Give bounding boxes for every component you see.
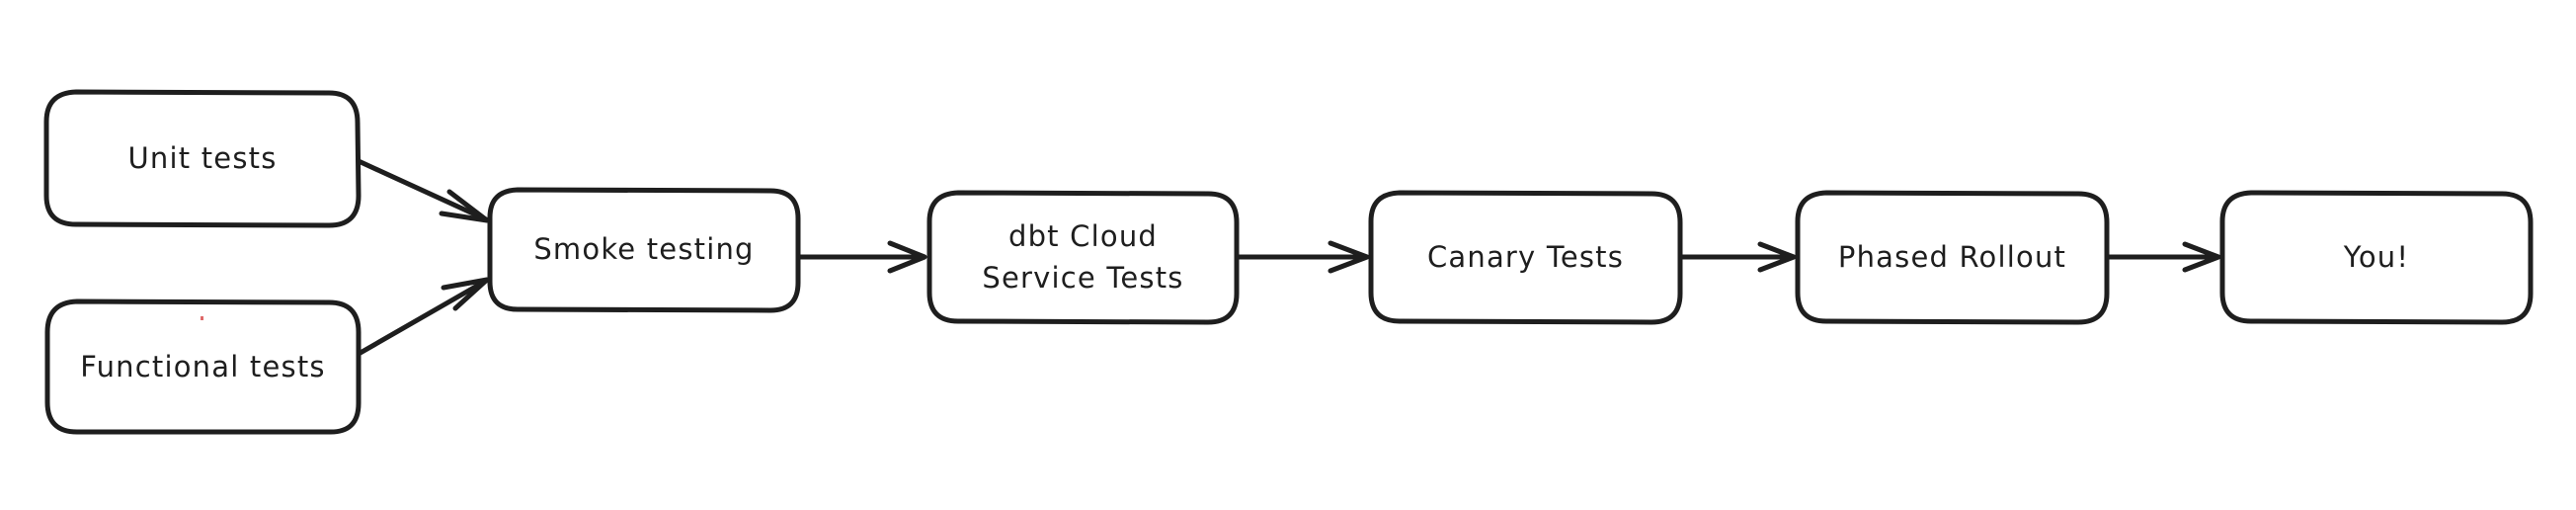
edge-dbt-cloud-service-tests-to-canary-tests [1234,240,1370,274]
node-shape-dbt-cloud-service-tests[interactable] [926,190,1240,325]
edge-canary-tests-to-phased-rollout [1677,241,1797,273]
edge-unit-tests-to-smoke-testing [356,158,490,223]
edge-phased-rollout-to-you [2104,241,2221,273]
node-shape-phased-rollout[interactable] [1795,190,2110,325]
node-shape-canary-tests[interactable] [1368,190,1683,325]
artifact-speck [201,316,203,320]
edge-smoke-testing-to-dbt-cloud-service-tests [795,240,927,274]
node-shape-smoke-testing[interactable] [487,187,801,313]
node-shape-you[interactable] [2219,190,2534,325]
edge-functional-tests-to-smoke-testing [356,277,490,357]
node-shape-unit-tests[interactable] [43,89,362,228]
node-shape-functional-tests[interactable] [44,298,362,435]
